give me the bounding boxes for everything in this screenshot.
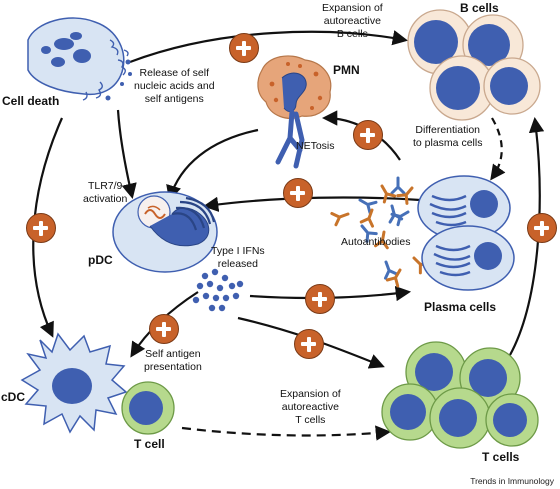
apoptotic-cell (27, 17, 132, 101)
label-t-cells: T cells (482, 450, 520, 464)
label-b-cells: B cells (460, 1, 499, 15)
plus-badge-icon (527, 213, 557, 243)
label-t-cell: T cell (134, 437, 165, 451)
label-netosis: NETosis (296, 140, 335, 152)
label-pdc: pDC (88, 253, 113, 267)
arrow-death-to-pdc (116, 109, 137, 200)
credit-text: Trends in Immunology (470, 476, 554, 486)
label-expansion-b: Expansion of autoreactive B cells (322, 2, 383, 40)
label-differentiation: Differentiation to plasma cells (413, 124, 483, 149)
autoantibodies (330, 176, 431, 288)
b-cell-cluster (407, 9, 541, 121)
label-pmn: PMN (333, 63, 360, 77)
label-type1-ifn: Type I IFNs released (211, 245, 265, 270)
label-cell-death: Cell death (2, 94, 60, 108)
arrow-plasma-to-pdc (202, 196, 421, 212)
label-self-antigen-presentation: Self antigen presentation (144, 348, 202, 373)
plus-badge-icon (149, 314, 179, 344)
arrow-tcell-to-tcells (181, 425, 392, 441)
label-release-self: Release of self nucleic acids and self a… (134, 67, 215, 105)
arrow-death-to-bcells (129, 30, 409, 64)
label-expansion-t: Expansion of autoreactive T cells (280, 388, 341, 426)
plus-badge-icon (229, 33, 259, 63)
plus-badge-icon (305, 284, 335, 314)
label-tlr: TLR7/9 activation (83, 180, 128, 205)
plus-badge-icon (353, 120, 383, 150)
pmn-neutrophil (257, 55, 332, 169)
plasma-cells (417, 175, 515, 291)
type1-ifn-particles (192, 268, 244, 312)
plus-badge-icon (294, 329, 324, 359)
label-autoantibodies: Autoantibodies (341, 236, 411, 248)
plus-badge-icon (283, 178, 313, 208)
arrow-pmn-to-pdc (166, 128, 259, 201)
plus-badge-icon (26, 213, 56, 243)
t-cell-single (121, 381, 175, 435)
label-cdc: cDC (1, 390, 26, 404)
t-cell-cluster (381, 341, 539, 449)
label-plasma-cells: Plasma cells (424, 300, 497, 314)
arrow-tcells-to-bcells (509, 116, 545, 356)
arrow-bcells-to-plasma (490, 117, 506, 181)
pdc-cell (112, 191, 218, 273)
cdc-dendritic-cell (20, 332, 128, 434)
